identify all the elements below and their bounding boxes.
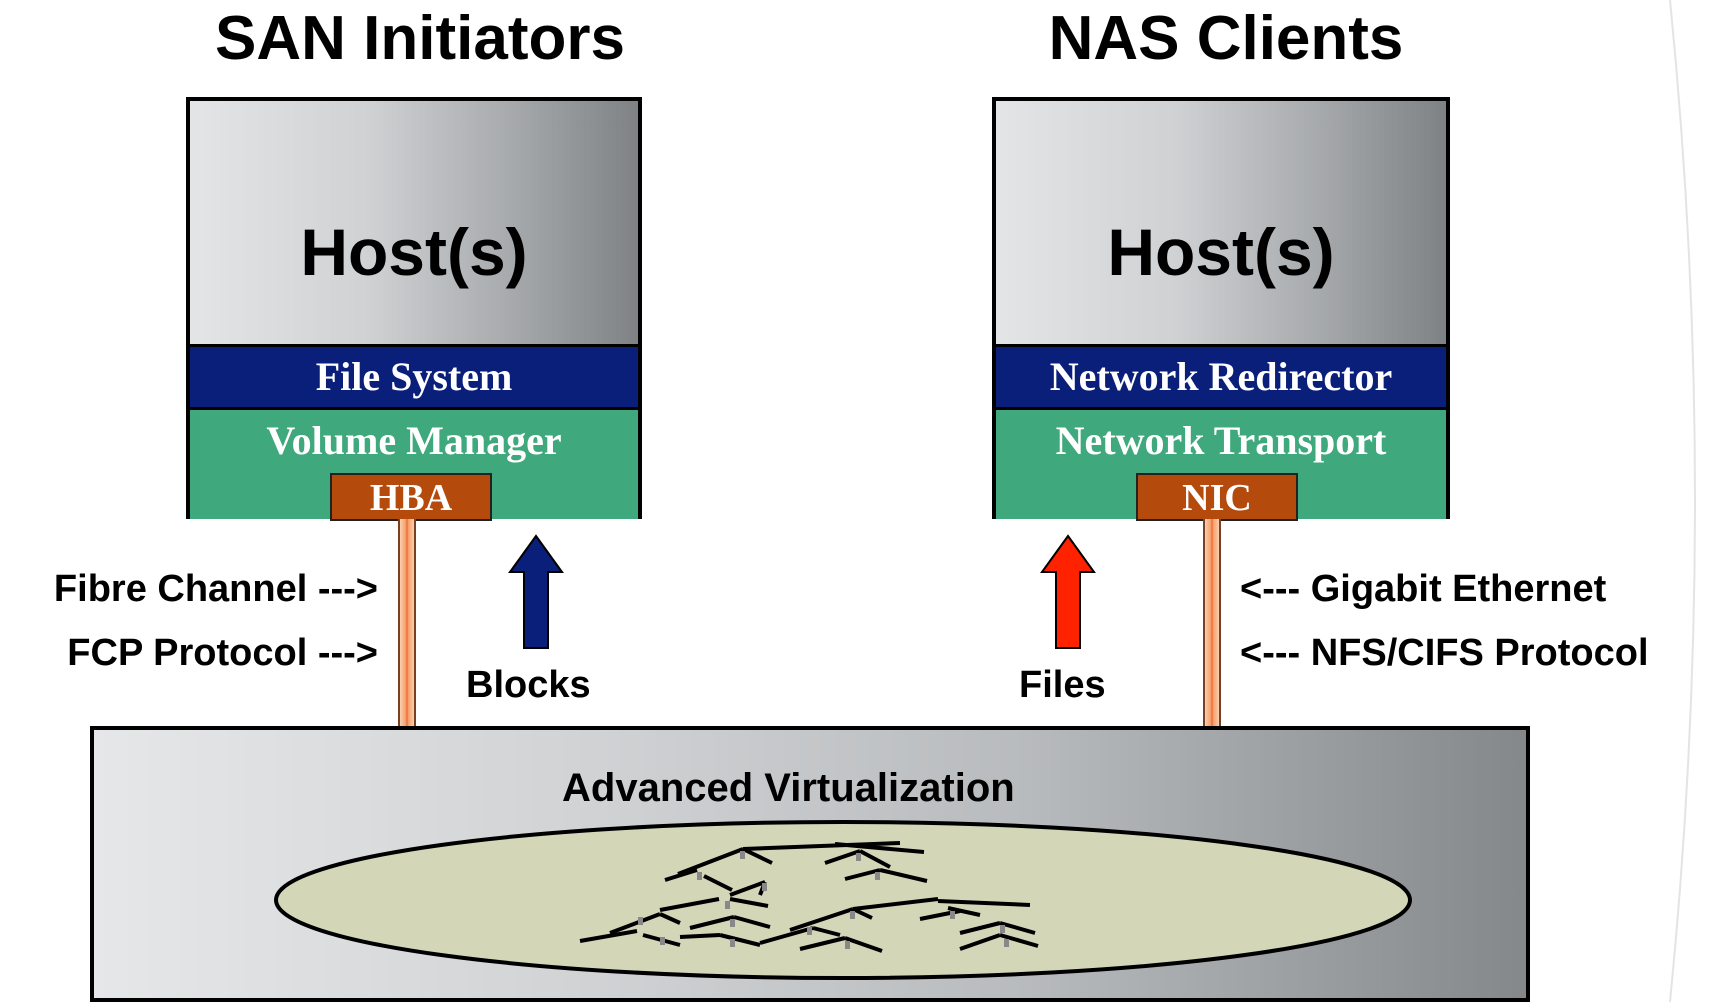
- san-host-label: Host(s): [300, 215, 528, 289]
- nas-network-redirector-layer: Network Redirector: [996, 344, 1446, 410]
- san-link-label-protocol: FCP Protocol --->: [67, 632, 378, 674]
- san-fibre-channel-link: [398, 519, 416, 728]
- virtualization-title: Advanced Virtualization: [562, 766, 1015, 810]
- nas-link-label-protocol: <--- NFS/CIFS Protocol: [1240, 632, 1649, 674]
- san-hba-adapter: HBA: [330, 473, 492, 521]
- files-label: Files: [1019, 664, 1106, 706]
- san-host-box: Host(s) File System Volume Manager HBA: [186, 97, 642, 521]
- page-edge-curve: [1669, 0, 1696, 1002]
- san-heading: SAN Initiators: [215, 4, 625, 73]
- nas-link-label-transport: <--- Gigabit Ethernet: [1240, 568, 1607, 610]
- san-link-label-transport: Fibre Channel --->: [53, 568, 378, 610]
- nas-heading: NAS Clients: [1048, 4, 1404, 73]
- nas-host-box: Host(s) Network Redirector Network Trans…: [992, 97, 1450, 521]
- nas-ethernet-link: [1203, 519, 1221, 728]
- files-up-arrow-icon: [1040, 534, 1096, 649]
- blocks-up-arrow-icon: [508, 534, 564, 649]
- network-node-markers: [638, 851, 1009, 949]
- nas-nic-adapter: NIC: [1136, 473, 1298, 521]
- blocks-label: Blocks: [466, 664, 591, 706]
- storage-pool: [274, 820, 1412, 980]
- san-file-system-layer: File System: [190, 344, 638, 410]
- network-tree-icon: [579, 841, 1039, 953]
- nas-host-label: Host(s): [1107, 215, 1335, 289]
